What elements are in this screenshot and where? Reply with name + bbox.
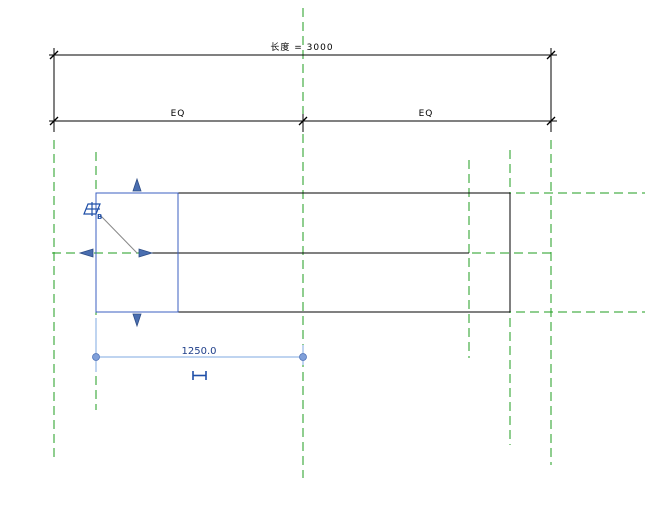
reference-planes [52, 8, 645, 478]
temporary-dimension[interactable]: 1250.0 [92, 318, 307, 372]
temporary-dimension-grip-left[interactable] [92, 353, 100, 361]
left-arrow-icon[interactable] [78, 248, 94, 258]
pin-label: B [97, 213, 102, 221]
temporary-dimension-grip-right[interactable] [299, 353, 307, 361]
down-arrow-icon[interactable] [132, 313, 142, 328]
eq-left-label: EQ [171, 109, 186, 119]
eq-dimension[interactable]: EQ EQ [49, 109, 557, 132]
pin-icon[interactable]: B [83, 202, 102, 221]
overall-dimension-label: 长度 = 3000 [270, 41, 333, 53]
right-arrow-icon[interactable] [138, 248, 154, 258]
up-arrow-icon[interactable] [132, 177, 142, 192]
control-arrows [78, 177, 154, 328]
temporary-dimension-value[interactable]: 1250.0 [182, 346, 217, 357]
overall-dimension[interactable]: 长度 = 3000 [49, 41, 557, 132]
eq-right-label: EQ [419, 109, 434, 119]
selected-element[interactable] [95, 192, 179, 313]
extrusion-geometry[interactable] [150, 192, 511, 313]
dimension-toggle-icon[interactable] [192, 371, 207, 380]
